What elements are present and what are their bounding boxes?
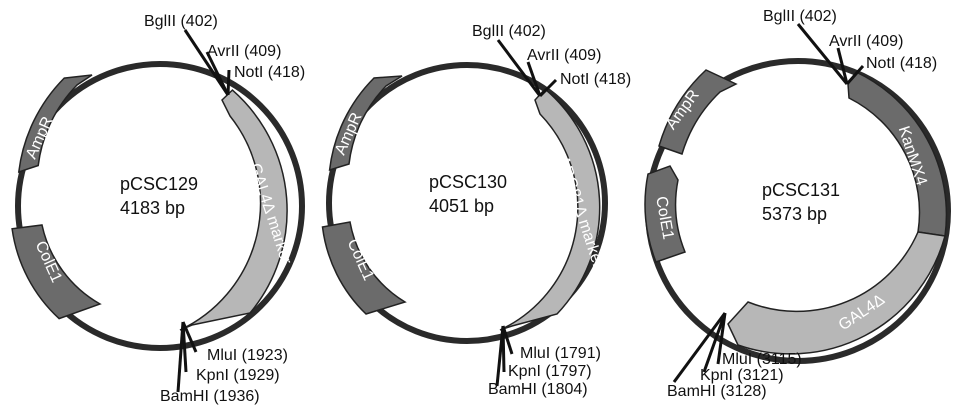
site-label-avrii: AvrII (409) — [829, 33, 903, 50]
feature-arrow-cole1 — [644, 165, 686, 263]
site-label-bglii: BglII (402) — [472, 23, 546, 40]
plasmid-name: pCSC131 — [762, 180, 840, 200]
feature-label-ampr: AmpR — [332, 110, 366, 158]
site-line-avrii — [526, 61, 542, 97]
feature-arrow-cole1 — [11, 224, 102, 320]
site-label-mlui: MluI (1791) — [520, 345, 601, 362]
plasmid-backbone — [326, 62, 608, 344]
plasmid-name: pCSC129 — [120, 174, 198, 194]
feature-arrow-ampr — [17, 74, 93, 173]
feature-arrow-cole1 — [321, 221, 407, 315]
site-label-avrii: AvrII (409) — [527, 47, 601, 64]
site-label-bamhi: BamHI (1804) — [488, 381, 588, 398]
site-line-noti — [845, 65, 865, 85]
site-line-bglii — [496, 39, 542, 97]
site-line-mlui — [181, 321, 198, 353]
site-label-mlui: MluI (3115) — [722, 351, 802, 368]
site-label-kpni: KpnI (1797) — [508, 363, 592, 380]
site-label-avrii: AvrII (409) — [207, 43, 281, 60]
site-label-kpni: KpnI (3121) — [700, 367, 784, 384]
plasmid-size: 5373 bp — [762, 204, 827, 224]
site-line-bamhi — [176, 321, 185, 393]
site-label-mlui: MluI (1923) — [207, 347, 288, 364]
site-label-noti: NotI (418) — [560, 71, 631, 88]
site-label-bamhi: BamHI (1936) — [160, 388, 260, 405]
feature-arrow-marker — [179, 89, 288, 331]
site-line-bglii — [183, 29, 230, 96]
plasmid-backbone — [15, 61, 305, 351]
plasmid-size: 4183 bp — [120, 198, 185, 218]
site-label-kpni: KpnI (1929) — [196, 367, 280, 384]
feature-arrow-gal4 — [727, 231, 946, 355]
site-line-mlui — [716, 312, 727, 365]
plasmid-name: pCSC130 — [429, 172, 507, 192]
site-line-bamhi — [495, 325, 505, 387]
feature-arrow-marker — [499, 87, 601, 331]
site-label-bamhi: BamHI (3128) — [667, 383, 767, 400]
site-label-bglii: BglII (402) — [144, 13, 218, 30]
site-line-noti — [538, 78, 558, 98]
site-line-bamhi — [672, 312, 727, 383]
site-line-kpni — [702, 312, 727, 373]
feature-arrow-ampr — [328, 75, 403, 172]
site-label-noti: NotI (418) — [234, 64, 305, 81]
site-line-avrii — [836, 47, 849, 85]
plasmid-pcsc131: AmpR ColE1 KanMX4 GAL4Δ BglII (402) AvrI… — [644, 8, 951, 400]
site-label-noti: NotI (418) — [866, 55, 937, 72]
site-line-bglii — [796, 23, 849, 85]
plasmid-pcsc130: AmpR ColE1 ARG81Δ marker BglII (402) Avr… — [321, 23, 631, 398]
plasmid-size: 4051 bp — [429, 196, 494, 216]
site-line-noti — [226, 69, 231, 96]
site-label-bglii: BglII (402) — [763, 8, 837, 25]
feature-arrow-ampr — [658, 69, 738, 155]
plasmid-pcsc129: AmpR ColE1 GAL4Δ marker BglII (402) AvrI… — [11, 13, 305, 405]
site-line-avrii — [205, 51, 230, 96]
